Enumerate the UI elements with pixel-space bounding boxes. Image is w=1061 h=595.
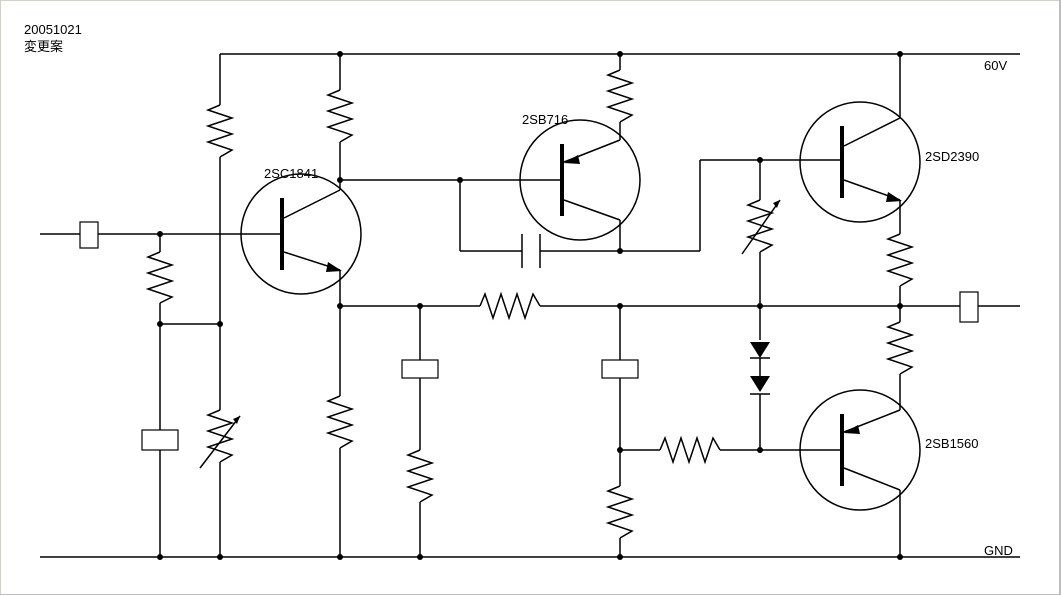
resistor-input-shunt [145,234,175,324]
input-terminal [40,221,282,249]
resistor-q3-emitter [885,200,915,306]
resistor-q4-base [620,435,760,465]
header-note: 変更案 [24,39,63,54]
rail-label-60v: 60V [984,58,1007,73]
variable-resistor-bias [199,409,241,557]
capacitor-compensation [459,180,700,268]
resistor-q1-collector [325,54,355,190]
transistor-q2: 2SB716 [519,112,641,241]
resistor-feedback-2 [605,485,635,557]
resistor-bias-top [205,54,235,410]
diode-pair [750,342,770,450]
resistor-q4-emitter [885,306,915,410]
frame-right [1059,0,1061,595]
transistor-q2-label: 2SB716 [522,112,568,127]
feedback-line [340,291,900,321]
transistor-q3-label: 2SD2390 [925,149,979,164]
transistor-q1: 2SC1841 [240,166,362,295]
transistor-q1-label: 2SC1841 [264,166,318,181]
output-terminal [900,291,1020,323]
rail-label-gnd: GND [984,543,1013,558]
resistor-feedback-1 [405,449,435,557]
transistor-q4-label: 2SB1560 [925,436,979,451]
junction-dots [157,51,903,560]
resistor-q1-emitter [325,270,355,557]
variable-resistor-bias-adjust [741,160,781,340]
capacitor-input-bypass [141,324,179,557]
frame-top [0,0,1061,1]
resistor-q2-emitter [605,54,635,140]
ground-rail: GND [40,543,1020,558]
frame-left [0,0,1,595]
wire-driver-to-q3 [699,159,840,251]
capacitor-feedback-2 [601,306,639,486]
capacitor-feedback-1 [401,306,439,450]
transistor-q3: 2SD2390 [799,101,979,223]
header-date: 20051021 [24,22,82,37]
